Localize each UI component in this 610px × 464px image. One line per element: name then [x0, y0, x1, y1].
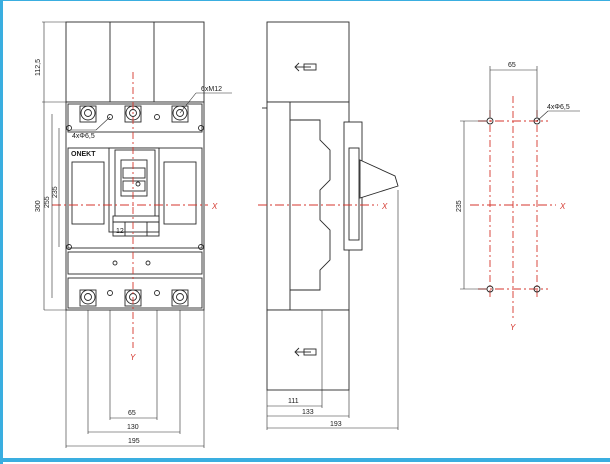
front-lower-panel — [67, 251, 203, 275]
mount-hole-br — [533, 285, 541, 293]
front-handle — [108, 147, 160, 237]
front-mount-hole-bl — [66, 244, 72, 250]
front-lower-screw-left — [112, 260, 118, 266]
side-handle-lever — [359, 159, 399, 199]
frame-left-border — [0, 0, 3, 464]
mount-label-holes: 4xΦ6,5 — [547, 104, 570, 111]
side-dim-193: 193 — [330, 421, 342, 428]
mount-axis-y-label: Y — [510, 323, 516, 332]
front-brand-label: ONEKT — [71, 151, 96, 158]
front-handle-mark: 12 — [116, 228, 124, 235]
side-axis-x-label: X — [381, 202, 388, 211]
front-lower-screw-right — [145, 260, 151, 266]
frame-top-border — [0, 0, 610, 1]
front-dim-300: 300 — [35, 200, 42, 212]
front-dim-65: 65 — [128, 410, 136, 417]
mount-view: X Y 65 4xΦ6,5 235 — [456, 62, 580, 332]
side-top-arrow-box — [303, 63, 317, 71]
side-top-arrow-head — [294, 62, 300, 72]
front-leader-6xm12 — [179, 92, 197, 114]
side-dim-111: 111 — [288, 398, 299, 405]
front-bottom-terminal-band — [67, 277, 203, 309]
front-mount-hole-tl — [66, 125, 72, 131]
mount-axis-x-label: X — [559, 202, 566, 211]
front-dim-255: 255 — [44, 196, 51, 208]
side-view: X 111 133 193 — [258, 21, 399, 430]
mount-dim-235: 235 — [456, 200, 463, 212]
front-dim-130: 130 — [127, 424, 139, 431]
front-top-cover — [65, 21, 205, 103]
side-bottom-cover — [266, 309, 350, 391]
front-bottom-terminals — [79, 289, 189, 307]
side-body — [266, 101, 350, 311]
front-view: ONEKT 12 X Y 65 130 195 112,5 — [35, 21, 232, 448]
front-label-6xm12: 6xM12 — [201, 86, 222, 93]
front-dim-235: 235 — [52, 186, 59, 198]
front-dim-195: 195 — [128, 438, 140, 445]
side-body-profile — [290, 119, 331, 291]
side-top-cover — [266, 21, 350, 103]
side-dim-133: 133 — [302, 409, 314, 416]
side-handle-slot — [348, 147, 360, 241]
front-label-holes: 4xΦ6,5 — [72, 133, 95, 140]
frame-bottom-border — [0, 458, 610, 462]
front-dim-112: 112,5 — [35, 59, 42, 76]
front-left-window — [71, 161, 105, 225]
front-right-window — [163, 161, 197, 225]
front-mount-hole-br — [198, 244, 204, 250]
side-bottom-arrow-box — [303, 348, 317, 356]
front-top-terminal-band — [67, 103, 203, 133]
front-leader-holes — [95, 116, 111, 131]
mount-dim-65: 65 — [508, 62, 516, 69]
front-axis-y-label: Y — [130, 353, 136, 362]
front-mount-hole-tr — [198, 125, 204, 131]
side-bottom-arrow-head — [294, 347, 300, 357]
mount-leader-holes — [536, 110, 549, 122]
front-axis-x-label: X — [211, 202, 218, 211]
